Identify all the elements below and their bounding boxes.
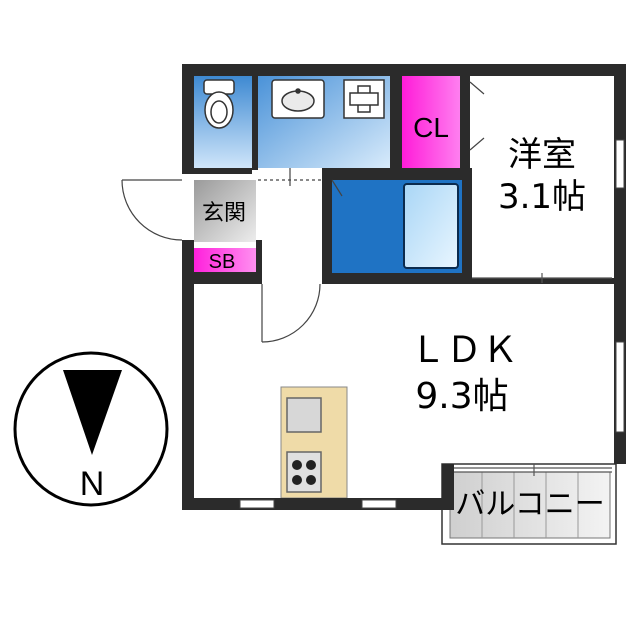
entrance-label: 玄関 bbox=[202, 201, 246, 226]
stove-burner-icon bbox=[306, 475, 316, 485]
bath-door-swing bbox=[331, 179, 343, 197]
washing-machine-icon bbox=[343, 79, 385, 119]
ldk-name: ＬＤＫ bbox=[410, 330, 518, 371]
bedroom-name: 洋室 bbox=[508, 135, 576, 175]
bathtub bbox=[403, 183, 459, 269]
closet-label: CL bbox=[413, 112, 449, 143]
bedroom-size: 3.1帖 bbox=[498, 177, 586, 217]
window bbox=[615, 139, 625, 189]
windows bbox=[239, 139, 625, 509]
front-door-swing bbox=[121, 179, 183, 241]
stove-burner-icon bbox=[292, 475, 302, 485]
balcony-label: バルコニー bbox=[455, 487, 604, 522]
toilet-icon bbox=[203, 79, 235, 129]
door-swings bbox=[121, 81, 485, 343]
window bbox=[615, 341, 625, 433]
ldk-size: 9.3帖 bbox=[415, 376, 508, 417]
north-arrow-icon bbox=[63, 370, 122, 455]
sliding-door bbox=[454, 273, 612, 476]
stove-burner-icon bbox=[292, 460, 302, 470]
closet-cl bbox=[402, 76, 460, 168]
stove-burner-icon bbox=[306, 460, 316, 470]
sink-basin bbox=[286, 397, 322, 433]
compass-north-label: N bbox=[80, 465, 105, 503]
shoe-box bbox=[194, 248, 256, 272]
stove-top bbox=[286, 451, 322, 493]
window bbox=[239, 499, 275, 509]
window bbox=[361, 499, 397, 509]
shoe-box-label: SB bbox=[209, 251, 236, 273]
ldk-door-swing bbox=[261, 283, 321, 343]
washbasin-icon bbox=[271, 79, 325, 119]
compass: N bbox=[13, 351, 169, 507]
closet-door-swing bbox=[469, 81, 485, 151]
entrance-floor bbox=[194, 180, 256, 242]
balcony bbox=[441, 463, 617, 545]
